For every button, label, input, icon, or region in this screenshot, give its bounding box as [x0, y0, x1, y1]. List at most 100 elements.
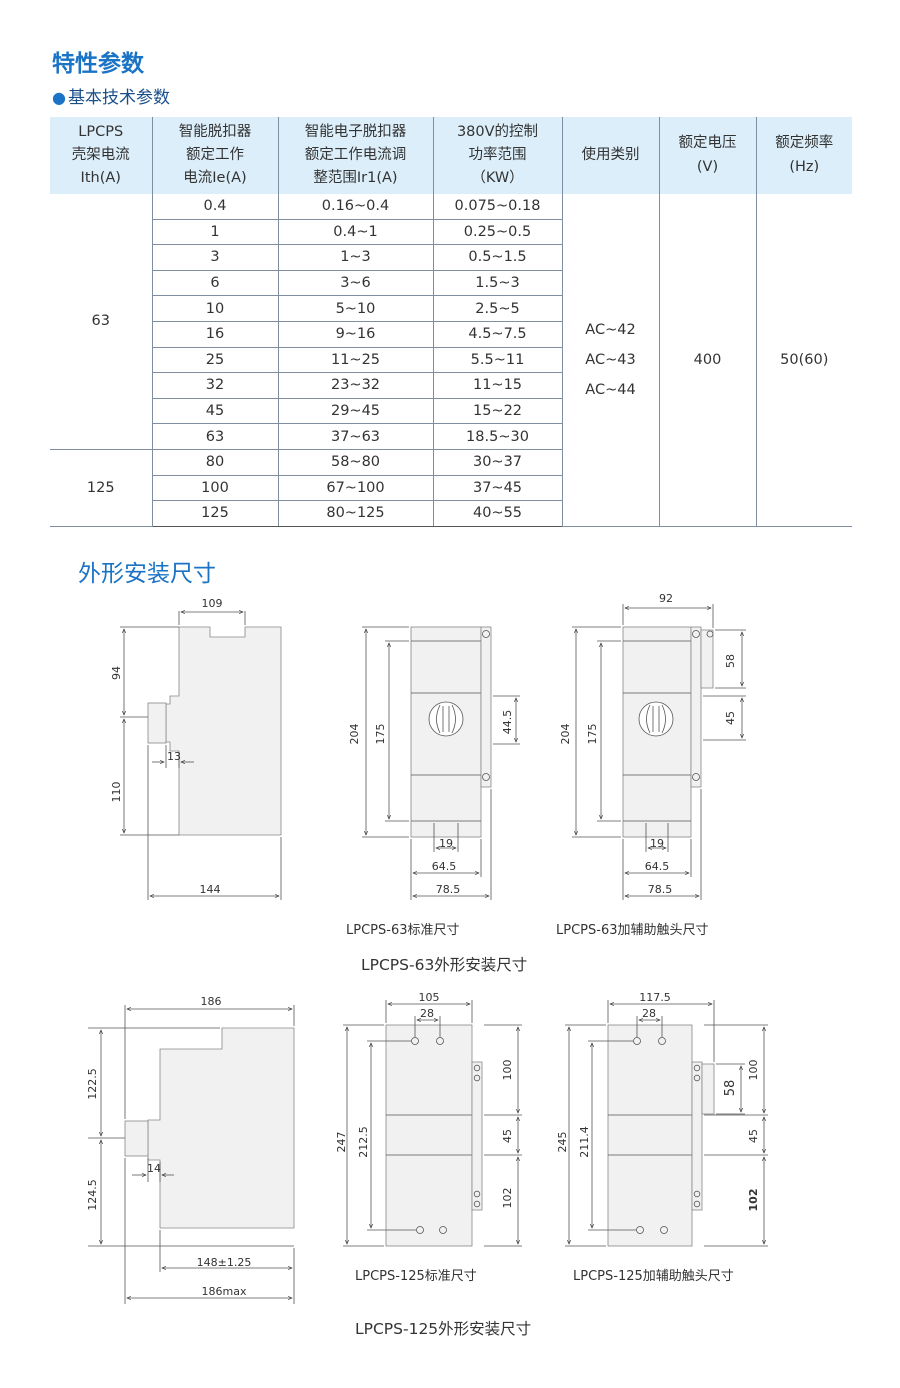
section-title-characteristics: 特性参数	[52, 51, 144, 77]
lpcps125-standard-view	[343, 1000, 522, 1247]
dim-label: 148±1.25	[197, 1256, 252, 1269]
lpcps63-standard-view	[362, 626, 520, 900]
dim-label: 45	[501, 1129, 514, 1143]
cell-range: 37~63	[277, 423, 433, 450]
cell-range: 58~80	[277, 449, 433, 476]
dim-label: 45	[724, 711, 737, 725]
dim-label: 186max	[202, 1285, 247, 1298]
dim-label: 78.5	[648, 883, 673, 896]
dim-label: 117.5	[639, 991, 671, 1004]
dim-label: 19	[650, 837, 664, 850]
dim-label: 144	[200, 883, 221, 896]
header-rated-current: 智能脱扣器额定工作电流Ie(A)	[151, 117, 278, 194]
dim-label: 14	[147, 1162, 161, 1175]
voltage-cell: 400	[658, 194, 756, 527]
cell-rated: 45	[151, 398, 278, 425]
dim-label: 212.5	[357, 1126, 370, 1158]
header-voltage: 额定电压(V)	[658, 117, 756, 194]
dim-label: 94	[110, 666, 123, 680]
dim-label: 44.5	[501, 710, 514, 735]
cell-range: 5~10	[277, 295, 433, 322]
cell-range: 0.16~0.4	[277, 194, 433, 220]
dim-label: 28	[642, 1007, 656, 1020]
cell-rated: 100	[151, 475, 278, 502]
cell-rated: 6	[151, 270, 278, 297]
header-adjust-range: 智能电子脱扣器额定工作电流调整范围Ir1(A)	[277, 117, 433, 194]
frame-63-cell: 63	[50, 194, 152, 450]
subtitle-text: 基本技术参数	[67, 88, 170, 108]
cell-range: 80~125	[277, 500, 433, 527]
dim-label: 64.5	[432, 860, 457, 873]
caption-lpcps125-standard: LPCPS-125标准尺寸	[355, 1269, 477, 1284]
dim-label: 19	[439, 837, 453, 850]
dim-label: 204	[348, 724, 361, 745]
lpcps63-aux-view	[572, 604, 746, 900]
cell-power: 4.5~7.5	[432, 321, 562, 348]
dim-label: 28	[420, 1007, 434, 1020]
header-frequency: 额定频率(Hz)	[755, 117, 852, 194]
cell-rated: 80	[151, 449, 278, 476]
dim-label: 109	[202, 597, 223, 610]
dim-label: 175	[374, 724, 387, 745]
dim-label: 204	[559, 724, 572, 745]
dim-label: 78.5	[436, 883, 461, 896]
section-subtitle-basic-params: ●基本技术参数	[52, 83, 170, 108]
dim-label: 247	[335, 1132, 348, 1153]
dimension-labels: 109 94 110 13 144 204 175 44.5 19 64.5 7…	[86, 592, 760, 1298]
cell-rated: 10	[151, 295, 278, 322]
cell-rated: 25	[151, 347, 278, 374]
cell-range: 0.4~1	[277, 219, 433, 246]
caption-lpcps63-main: LPCPS-63外形安装尺寸	[361, 956, 528, 974]
dim-label: 211.4	[578, 1126, 591, 1158]
cell-power: 1.5~3	[432, 270, 562, 297]
bullet-icon: ●	[52, 88, 66, 107]
caption-lpcps63-standard: LPCPS-63标准尺寸	[346, 923, 460, 938]
cell-rated: 32	[151, 372, 278, 399]
lpcps63-side-view	[120, 611, 282, 900]
dim-label: 58	[723, 1080, 738, 1097]
cell-rated: 63	[151, 423, 278, 450]
lpcps125-aux-view	[565, 1000, 768, 1247]
cell-power: 40~55	[432, 500, 562, 527]
lpcps125-side-view	[88, 1005, 295, 1304]
dim-label: 186	[201, 995, 222, 1008]
dim-label: 64.5	[645, 860, 670, 873]
cell-power: 37~45	[432, 475, 562, 502]
dim-label: 13	[167, 750, 181, 763]
cell-range: 1~3	[277, 244, 433, 271]
cell-power: 0.25~0.5	[432, 219, 562, 246]
cell-rated: 1	[151, 219, 278, 246]
cell-range: 67~100	[277, 475, 433, 502]
cell-range: 23~32	[277, 372, 433, 399]
frequency-cell: 50(60)	[755, 194, 852, 527]
cell-power: 5.5~11	[432, 347, 562, 374]
dim-label: 102	[501, 1188, 514, 1209]
cell-power: 2.5~5	[432, 295, 562, 322]
dim-label: 92	[659, 592, 673, 605]
cell-power: 18.5~30	[432, 423, 562, 450]
dim-label: 110	[110, 782, 123, 803]
dim-label: 175	[586, 724, 599, 745]
caption-lpcps125-main: LPCPS-125外形安装尺寸	[355, 1320, 532, 1338]
dim-label: 100	[501, 1060, 514, 1081]
cell-range: 29~45	[277, 398, 433, 425]
cell-range: 3~6	[277, 270, 433, 297]
cell-power: 30~37	[432, 449, 562, 476]
cell-rated: 3	[151, 244, 278, 271]
